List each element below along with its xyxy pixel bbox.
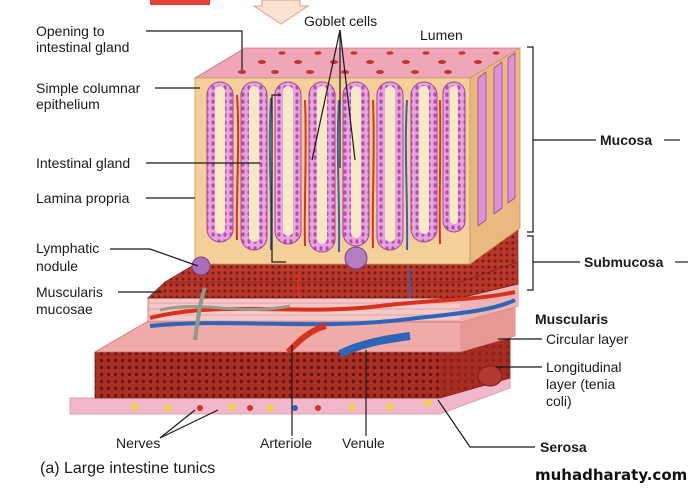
submucosa-bracket	[527, 235, 580, 291]
label-venule: Venule	[342, 435, 385, 451]
lamina-propria-vessels	[235, 94, 442, 253]
mucosa-bracket	[527, 46, 596, 233]
lymphatic-nodule-2	[344, 246, 368, 270]
label-opening-line2: intestinal gland	[36, 39, 129, 55]
label-intestinal-gland: Intestinal gland	[36, 155, 130, 171]
longitudinal-muscle-layer	[94, 329, 511, 399]
label-submucosa: Submucosa	[584, 254, 664, 270]
label-arteriole: Arteriole	[260, 435, 312, 451]
label-longitudinal-line1: Longitudinal	[546, 359, 622, 375]
serosa-fat-dots	[131, 399, 432, 412]
label-longitudinal-line3: coli)	[546, 393, 572, 409]
label-opening-line1: Opening to	[36, 23, 105, 39]
gland-openings	[238, 51, 500, 74]
label-muscularis: Muscularis	[535, 311, 608, 327]
label-muscularis-mucosae-line1: Muscularis	[36, 284, 103, 300]
submucosa-vessels	[149, 267, 516, 358]
intestinal-glands	[206, 52, 516, 253]
label-simple-columnar-line2: epithelium	[36, 96, 100, 112]
label-lumen: Lumen	[420, 27, 463, 43]
label-simple-columnar-line1: Simple columnar	[36, 80, 141, 96]
label-longitudinal-line2: layer (tenia	[546, 376, 615, 392]
label-lamina-propria: Lamina propria	[36, 190, 130, 206]
label-nerves: Nerves	[116, 435, 160, 451]
lymphatic-nodule-1	[191, 256, 211, 276]
top-arrow-decoration	[150, 0, 310, 25]
mucosa-block	[191, 47, 522, 276]
label-goblet-cells: Goblet cells	[304, 13, 377, 29]
label-lymphatic-line2: nodule	[36, 258, 78, 274]
label-muscularis-mucosae-line2: mucosae	[36, 301, 93, 317]
figure-caption: (a) Large intestine tunics	[40, 460, 215, 477]
label-mucosa: Mucosa	[600, 132, 652, 148]
leader-lines	[110, 29, 688, 448]
label-circular-layer: Circular layer	[546, 331, 629, 347]
label-serosa: Serosa	[540, 439, 587, 455]
label-lymphatic-line1: Lymphatic	[36, 240, 99, 256]
watermark: muhadharaty.com	[535, 466, 687, 484]
